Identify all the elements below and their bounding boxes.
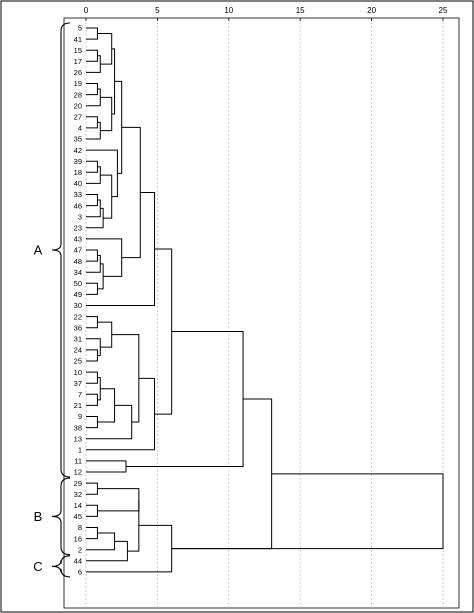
leaf-label-38: 38 xyxy=(74,423,82,432)
leaf-label-4: 4 xyxy=(78,124,82,133)
group-label-C: C xyxy=(33,559,42,574)
leaf-label-11: 11 xyxy=(74,457,82,466)
group-label-B: B xyxy=(34,509,43,524)
plot-area xyxy=(63,17,460,609)
leaf-label-19: 19 xyxy=(74,79,82,88)
leaf-label-39: 39 xyxy=(74,157,82,166)
leaf-label-18: 18 xyxy=(74,168,82,177)
tick-label-20: 20 xyxy=(367,6,376,15)
leaf-label-29: 29 xyxy=(74,479,82,488)
leaf-label-42: 42 xyxy=(74,146,82,155)
leaf-label-37: 37 xyxy=(74,379,82,388)
leaf-label-25: 25 xyxy=(74,357,82,366)
group-label-A: A xyxy=(34,243,43,258)
leaf-label-6: 6 xyxy=(78,568,82,577)
leaf-label-46: 46 xyxy=(74,201,82,210)
leaf-label-48: 48 xyxy=(74,257,82,266)
leaf-label-10: 10 xyxy=(74,368,82,377)
leaf-label-44: 44 xyxy=(74,557,82,566)
leaf-label-50: 50 xyxy=(74,279,82,288)
tick-label-10: 10 xyxy=(224,6,233,15)
leaf-label-24: 24 xyxy=(74,346,82,355)
leaf-label-33: 33 xyxy=(74,190,82,199)
group-brace-B xyxy=(51,477,71,556)
group-brace-A xyxy=(51,22,71,478)
link-c47 xyxy=(127,499,140,552)
leaf-label-28: 28 xyxy=(74,90,82,99)
leaf-label-40: 40 xyxy=(74,179,82,188)
leaf-label-12: 12 xyxy=(74,468,82,477)
leaf-label-15: 15 xyxy=(74,46,82,55)
tick-label-0: 0 xyxy=(84,6,89,15)
tick-label-5: 5 xyxy=(155,6,160,15)
tick-label-25: 25 xyxy=(439,6,448,15)
leaf-label-7: 7 xyxy=(78,390,82,399)
leaf-label-1: 1 xyxy=(78,446,82,455)
tick-label-15: 15 xyxy=(296,6,305,15)
leaf-label-9: 9 xyxy=(78,412,82,421)
leaf-label-43: 43 xyxy=(74,235,82,244)
dendrogram-links xyxy=(86,27,444,573)
leaf-label-30: 30 xyxy=(74,301,82,310)
leaf-label-20: 20 xyxy=(74,101,82,110)
leaf-label-14: 14 xyxy=(74,501,82,510)
leaf-label-35: 35 xyxy=(74,135,82,144)
leaf-label-23: 23 xyxy=(74,224,82,233)
leaf-label-27: 27 xyxy=(74,113,82,122)
leaf-label-41: 41 xyxy=(74,35,82,44)
leaf-labels: 5411517261928202743542391840334632343474… xyxy=(74,24,82,577)
leaf-label-45: 45 xyxy=(74,512,82,521)
x-axis-ticks: 0 5 10 15 20 25 xyxy=(84,6,448,21)
leaf-label-49: 49 xyxy=(74,290,82,299)
leaf-label-2: 2 xyxy=(78,545,82,554)
leaf-label-31: 31 xyxy=(74,335,82,344)
leaf-label-36: 36 xyxy=(74,323,82,332)
leaf-label-32: 32 xyxy=(74,490,82,499)
leaf-label-13: 13 xyxy=(74,434,82,443)
leaf-label-5: 5 xyxy=(78,24,82,33)
leaf-label-22: 22 xyxy=(74,312,82,321)
leaf-label-26: 26 xyxy=(74,68,82,77)
leaf-label-21: 21 xyxy=(74,401,82,410)
leaf-label-3: 3 xyxy=(78,212,82,221)
link-c50 xyxy=(171,473,444,550)
leaf-label-8: 8 xyxy=(78,523,82,532)
leaf-label-17: 17 xyxy=(74,57,82,66)
leaf-label-16: 16 xyxy=(74,534,82,543)
cluster-group-braces: A B C xyxy=(33,22,71,578)
leaf-label-47: 47 xyxy=(74,246,82,255)
group-brace-C xyxy=(51,555,71,578)
leaf-label-34: 34 xyxy=(74,268,82,277)
